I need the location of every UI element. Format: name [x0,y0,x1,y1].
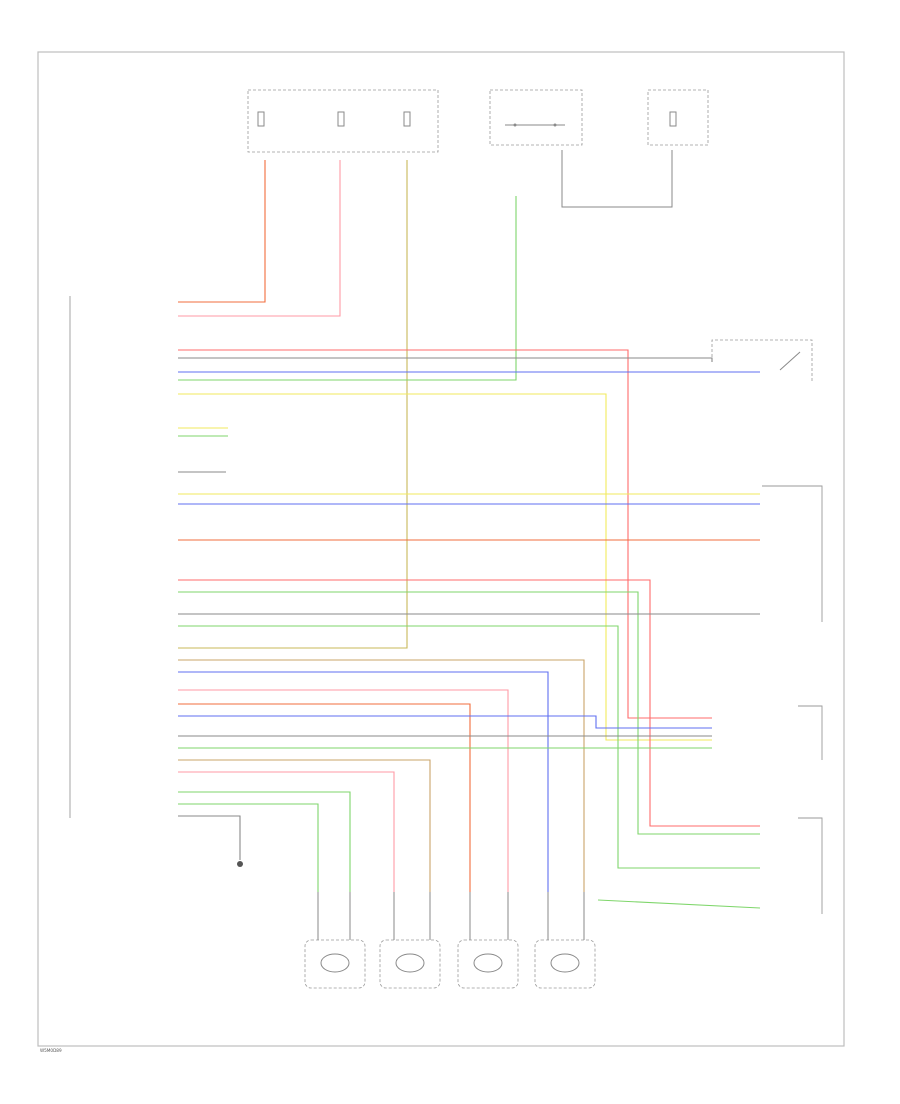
wire-yaw-green [178,591,760,835]
steering-angle-sensor-bracket [798,705,823,760]
wire-lf-sensor-green2 [178,803,319,892]
battery-junction-box [647,89,709,146]
wire-brake-switch-gray [178,357,713,362]
traction-control-switch-bracket [798,817,823,914]
junction-ground-loop [561,150,673,208]
diagram-frame [37,51,845,1047]
brake-pedal-switch [711,339,813,382]
wire-lr-sensor-orange [178,703,471,892]
wire-rf-sensor-tan [178,759,431,892]
wheel-speed-sensor-rf [379,892,441,989]
wire-pump-supply [178,160,266,303]
wire-junction-feed [178,196,517,381]
wire-ground [178,815,241,860]
wire-tcs-switch-green [597,899,761,909]
wheel-speed-sensor-lf [304,892,366,989]
wire-ecu-supply [178,160,341,317]
wire-steering-blue [178,715,712,729]
wire-ref-green [178,625,760,869]
wheel-speed-sensor-rr [534,892,596,989]
central-junction-box [489,89,583,146]
wire-steering-yellow [178,393,712,741]
wire-rr-sensor-tan [178,659,585,892]
wire-rf-sensor-pink [178,771,395,892]
wheel-speed-sensor-lr [457,892,519,989]
footer-code: W5M0D89 [40,1048,62,1053]
wire-lf-sensor-green [178,791,351,892]
wire-lr-sensor-pink [178,689,509,892]
wire-stop-lamp [178,349,712,719]
wire-ignition-feed [178,160,408,649]
yaw-sensor-bracket [762,485,823,622]
hot-at-all-times-fuse-box [247,89,439,153]
wire-yaw-red [178,579,760,827]
wire-rr-sensor-blue [178,671,549,892]
ground-symbol [237,861,243,867]
